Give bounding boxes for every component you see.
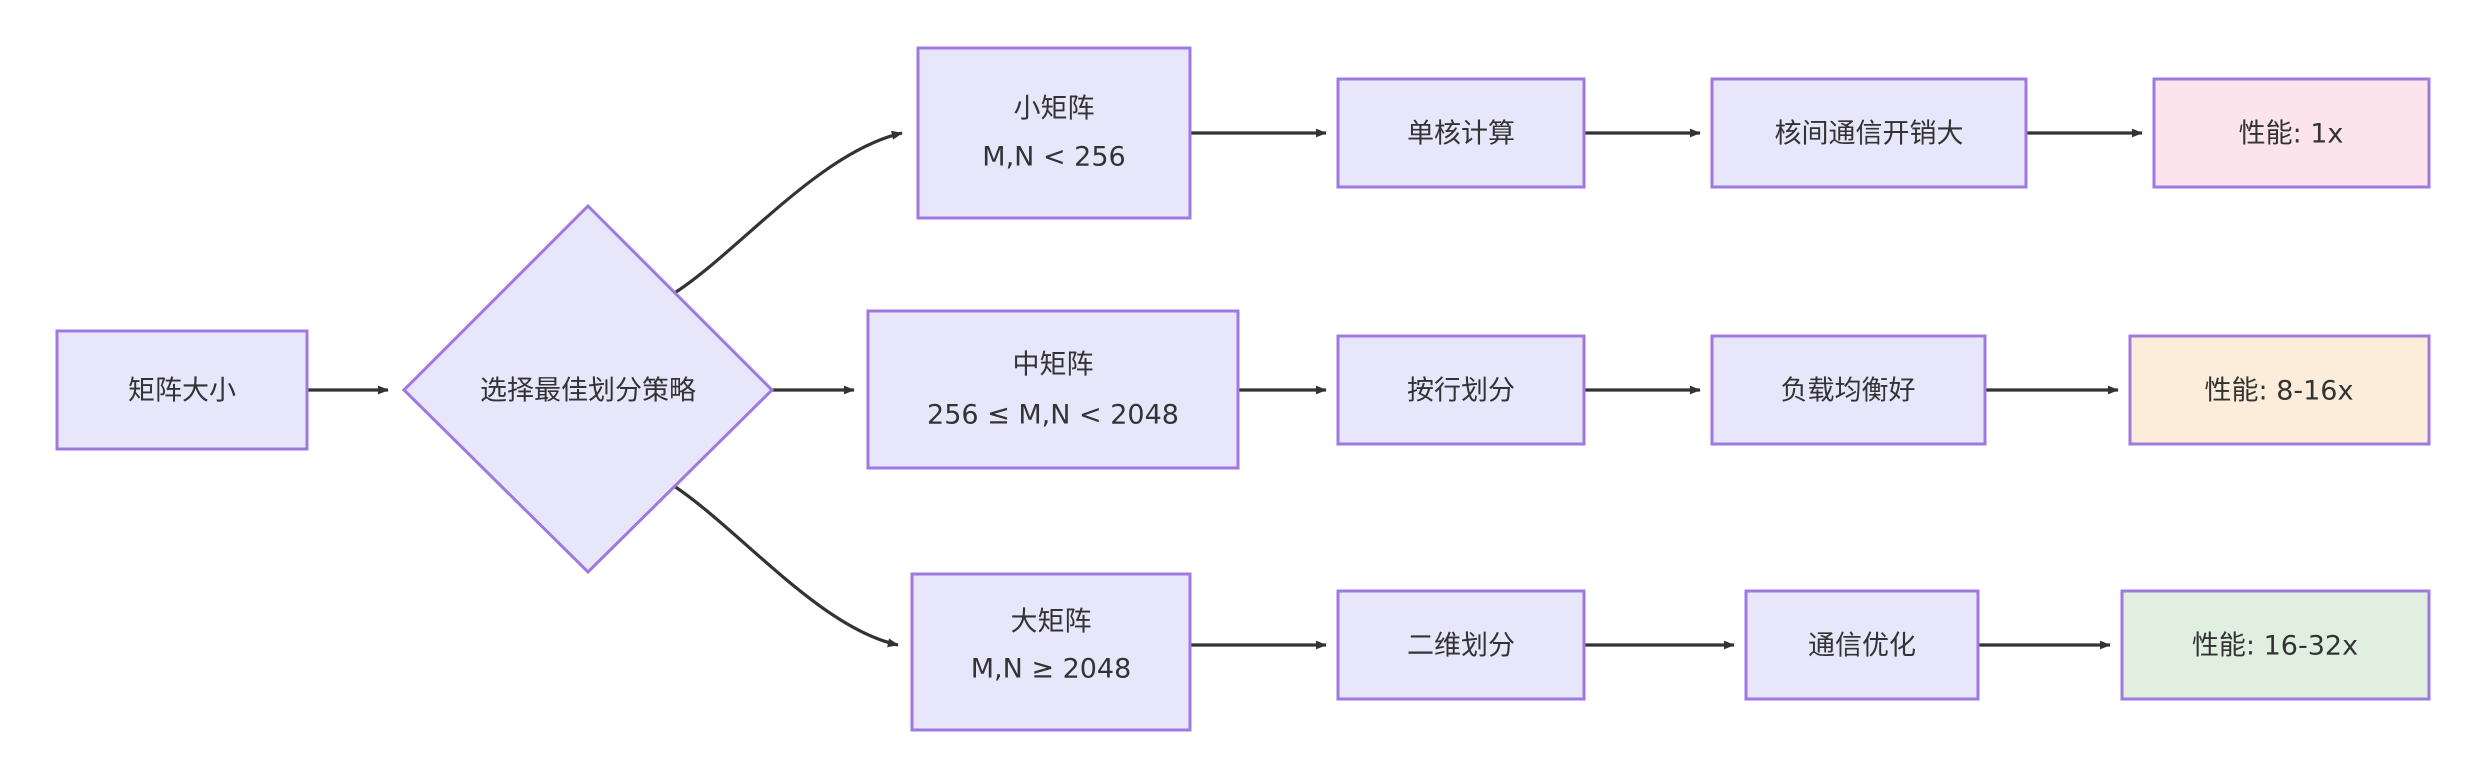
node-small-matrix-label-1: 小矩阵	[1014, 94, 1095, 125]
edge-decision-to-small-matrix	[675, 130, 903, 294]
node-small-matrix[interactable]: 小矩阵 M,N < 256	[916, 46, 1192, 220]
node-small-matrix-shape[interactable]	[916, 46, 1192, 220]
node-small-strategy-shape[interactable]	[1336, 77, 1586, 189]
node-mid-strategy[interactable]: 按行划分	[1336, 334, 1586, 446]
node-start-label: 矩阵大小	[128, 376, 236, 407]
node-start[interactable]: 矩阵大小	[55, 329, 309, 451]
node-mid-matrix-shape[interactable]	[866, 309, 1240, 470]
node-small-effect-label: 核间通信开销大	[1775, 119, 1964, 150]
node-big-strategy-label: 二维划分	[1407, 631, 1515, 662]
node-mid-result-shape[interactable]	[2128, 334, 2431, 446]
node-big-matrix[interactable]: 大矩阵 M,N ≥ 2048	[910, 572, 1192, 732]
node-big-matrix-label-2: M,N ≥ 2048	[971, 654, 1132, 685]
node-big-effect[interactable]: 通信优化	[1744, 589, 1980, 701]
node-big-matrix-label-1: 大矩阵	[1011, 607, 1092, 638]
node-decision-label: 选择最佳划分策略	[480, 376, 696, 407]
node-mid-effect-label: 负载均衡好	[1781, 376, 1916, 407]
node-big-strategy[interactable]: 二维划分	[1336, 589, 1586, 701]
node-mid-effect-shape[interactable]	[1710, 334, 1987, 446]
node-small-effect[interactable]: 核间通信开销大	[1710, 77, 2028, 189]
node-mid-result[interactable]: 性能: 8-16x	[2128, 334, 2431, 446]
node-mid-effect[interactable]: 负载均衡好	[1710, 334, 1987, 446]
node-start-shape[interactable]	[55, 329, 309, 451]
node-big-result[interactable]: 性能: 16-32x	[2120, 589, 2431, 701]
node-small-result[interactable]: 性能: 1x	[2152, 77, 2431, 189]
node-decision[interactable]: 选择最佳划分策略	[401, 203, 775, 575]
node-big-result-label: 性能: 16-32x	[2192, 631, 2358, 662]
node-mid-strategy-shape[interactable]	[1336, 334, 1586, 446]
node-big-matrix-shape[interactable]	[910, 572, 1192, 732]
node-decision-shape[interactable]	[401, 203, 775, 575]
node-big-strategy-shape[interactable]	[1336, 589, 1586, 701]
node-mid-result-label: 性能: 8-16x	[2205, 376, 2354, 407]
node-big-effect-shape[interactable]	[1744, 589, 1980, 701]
node-small-strategy[interactable]: 单核计算	[1336, 77, 1586, 189]
node-mid-matrix-label-2: 256 ≤ M,N < 2048	[927, 400, 1179, 431]
node-small-effect-shape[interactable]	[1710, 77, 2028, 189]
node-mid-strategy-label: 按行划分	[1407, 376, 1515, 407]
node-small-result-label: 性能: 1x	[2239, 119, 2344, 150]
node-mid-matrix-label-1: 中矩阵	[1013, 350, 1094, 381]
node-small-strategy-label: 单核计算	[1407, 119, 1515, 150]
node-small-matrix-label-2: M,N < 256	[982, 142, 1125, 173]
node-mid-matrix[interactable]: 中矩阵 256 ≤ M,N < 2048	[866, 309, 1240, 470]
node-small-result-shape[interactable]	[2152, 77, 2431, 189]
edge-layer	[307, 128, 2143, 650]
node-big-effect-label: 通信优化	[1808, 631, 1916, 662]
node-big-result-shape[interactable]	[2120, 589, 2431, 701]
edge-decision-to-big-matrix	[673, 484, 899, 648]
